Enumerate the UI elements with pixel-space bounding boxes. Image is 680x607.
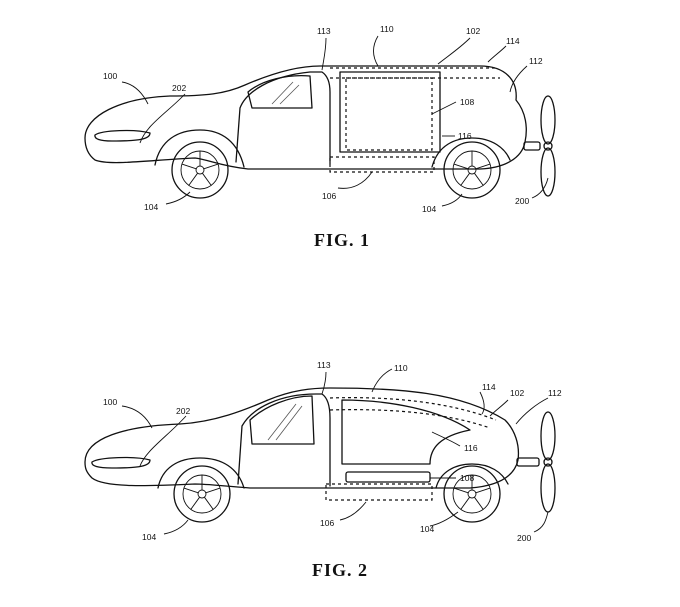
label-116: 116 [458,131,472,141]
label-110: 110 [394,363,408,373]
label-200: 200 [515,196,529,206]
label-112: 112 [548,388,562,398]
vehicle-body-fig2 [84,387,520,489]
compartment-fig1 [345,77,433,151]
figure-2-caption: FIG. 2 [312,560,368,580]
label-104-rear: 104 [422,204,436,214]
label-116: 116 [464,443,478,453]
label-202: 202 [172,83,186,93]
label-102: 102 [466,26,480,36]
wheel-front-fig1 [171,141,229,199]
label-110: 110 [380,24,394,34]
lower-compartment-fig1 [329,156,435,173]
vehicle-body-fig1 [84,65,527,170]
figure-1: 100 202 104 104 106 110 113 102 114 112 … [84,24,556,250]
label-104-front: 104 [144,202,158,212]
label-114: 114 [506,36,520,46]
door-fig1 [235,71,441,165]
label-102: 102 [510,388,524,398]
lower-compartment-fig2 [325,483,433,501]
label-100: 100 [103,71,117,81]
figure-1-caption: FIG. 1 [314,230,370,250]
compartment-fig2 [345,471,431,483]
reference-numerals-fig1: 100 202 104 104 106 110 113 102 114 112 … [103,24,543,214]
door-fig2 [237,393,471,487]
roof-volume-fig2 [329,397,497,429]
leader-lines-fig1 [121,35,549,207]
label-104-rear: 104 [420,524,434,534]
headlight-fig2 [91,456,151,469]
label-106: 106 [320,518,334,528]
label-113: 113 [317,360,331,370]
reference-numerals-fig2: 100 202 104 104 106 110 113 102 114 112 … [103,360,562,543]
label-108: 108 [460,473,474,483]
roof-volume-fig1 [330,67,500,79]
figure-2: 100 202 104 104 106 110 113 102 114 112 … [84,360,562,580]
label-106: 106 [322,191,336,201]
label-113: 113 [317,26,331,36]
propeller-fig1 [523,95,556,197]
leader-lines-fig2 [121,368,549,535]
label-112: 112 [529,56,543,66]
propeller-fig2 [516,411,556,513]
label-200: 200 [517,533,531,543]
wheel-front-fig2 [173,465,231,523]
window-fig1 [247,74,313,109]
label-202: 202 [176,406,190,416]
wheel-rear-fig1 [443,141,501,199]
label-100: 100 [103,397,117,407]
label-114: 114 [482,382,496,392]
window-fig2 [249,395,315,445]
label-104-front: 104 [142,532,156,542]
label-108: 108 [460,97,474,107]
wheel-rear-fig2 [443,465,501,523]
